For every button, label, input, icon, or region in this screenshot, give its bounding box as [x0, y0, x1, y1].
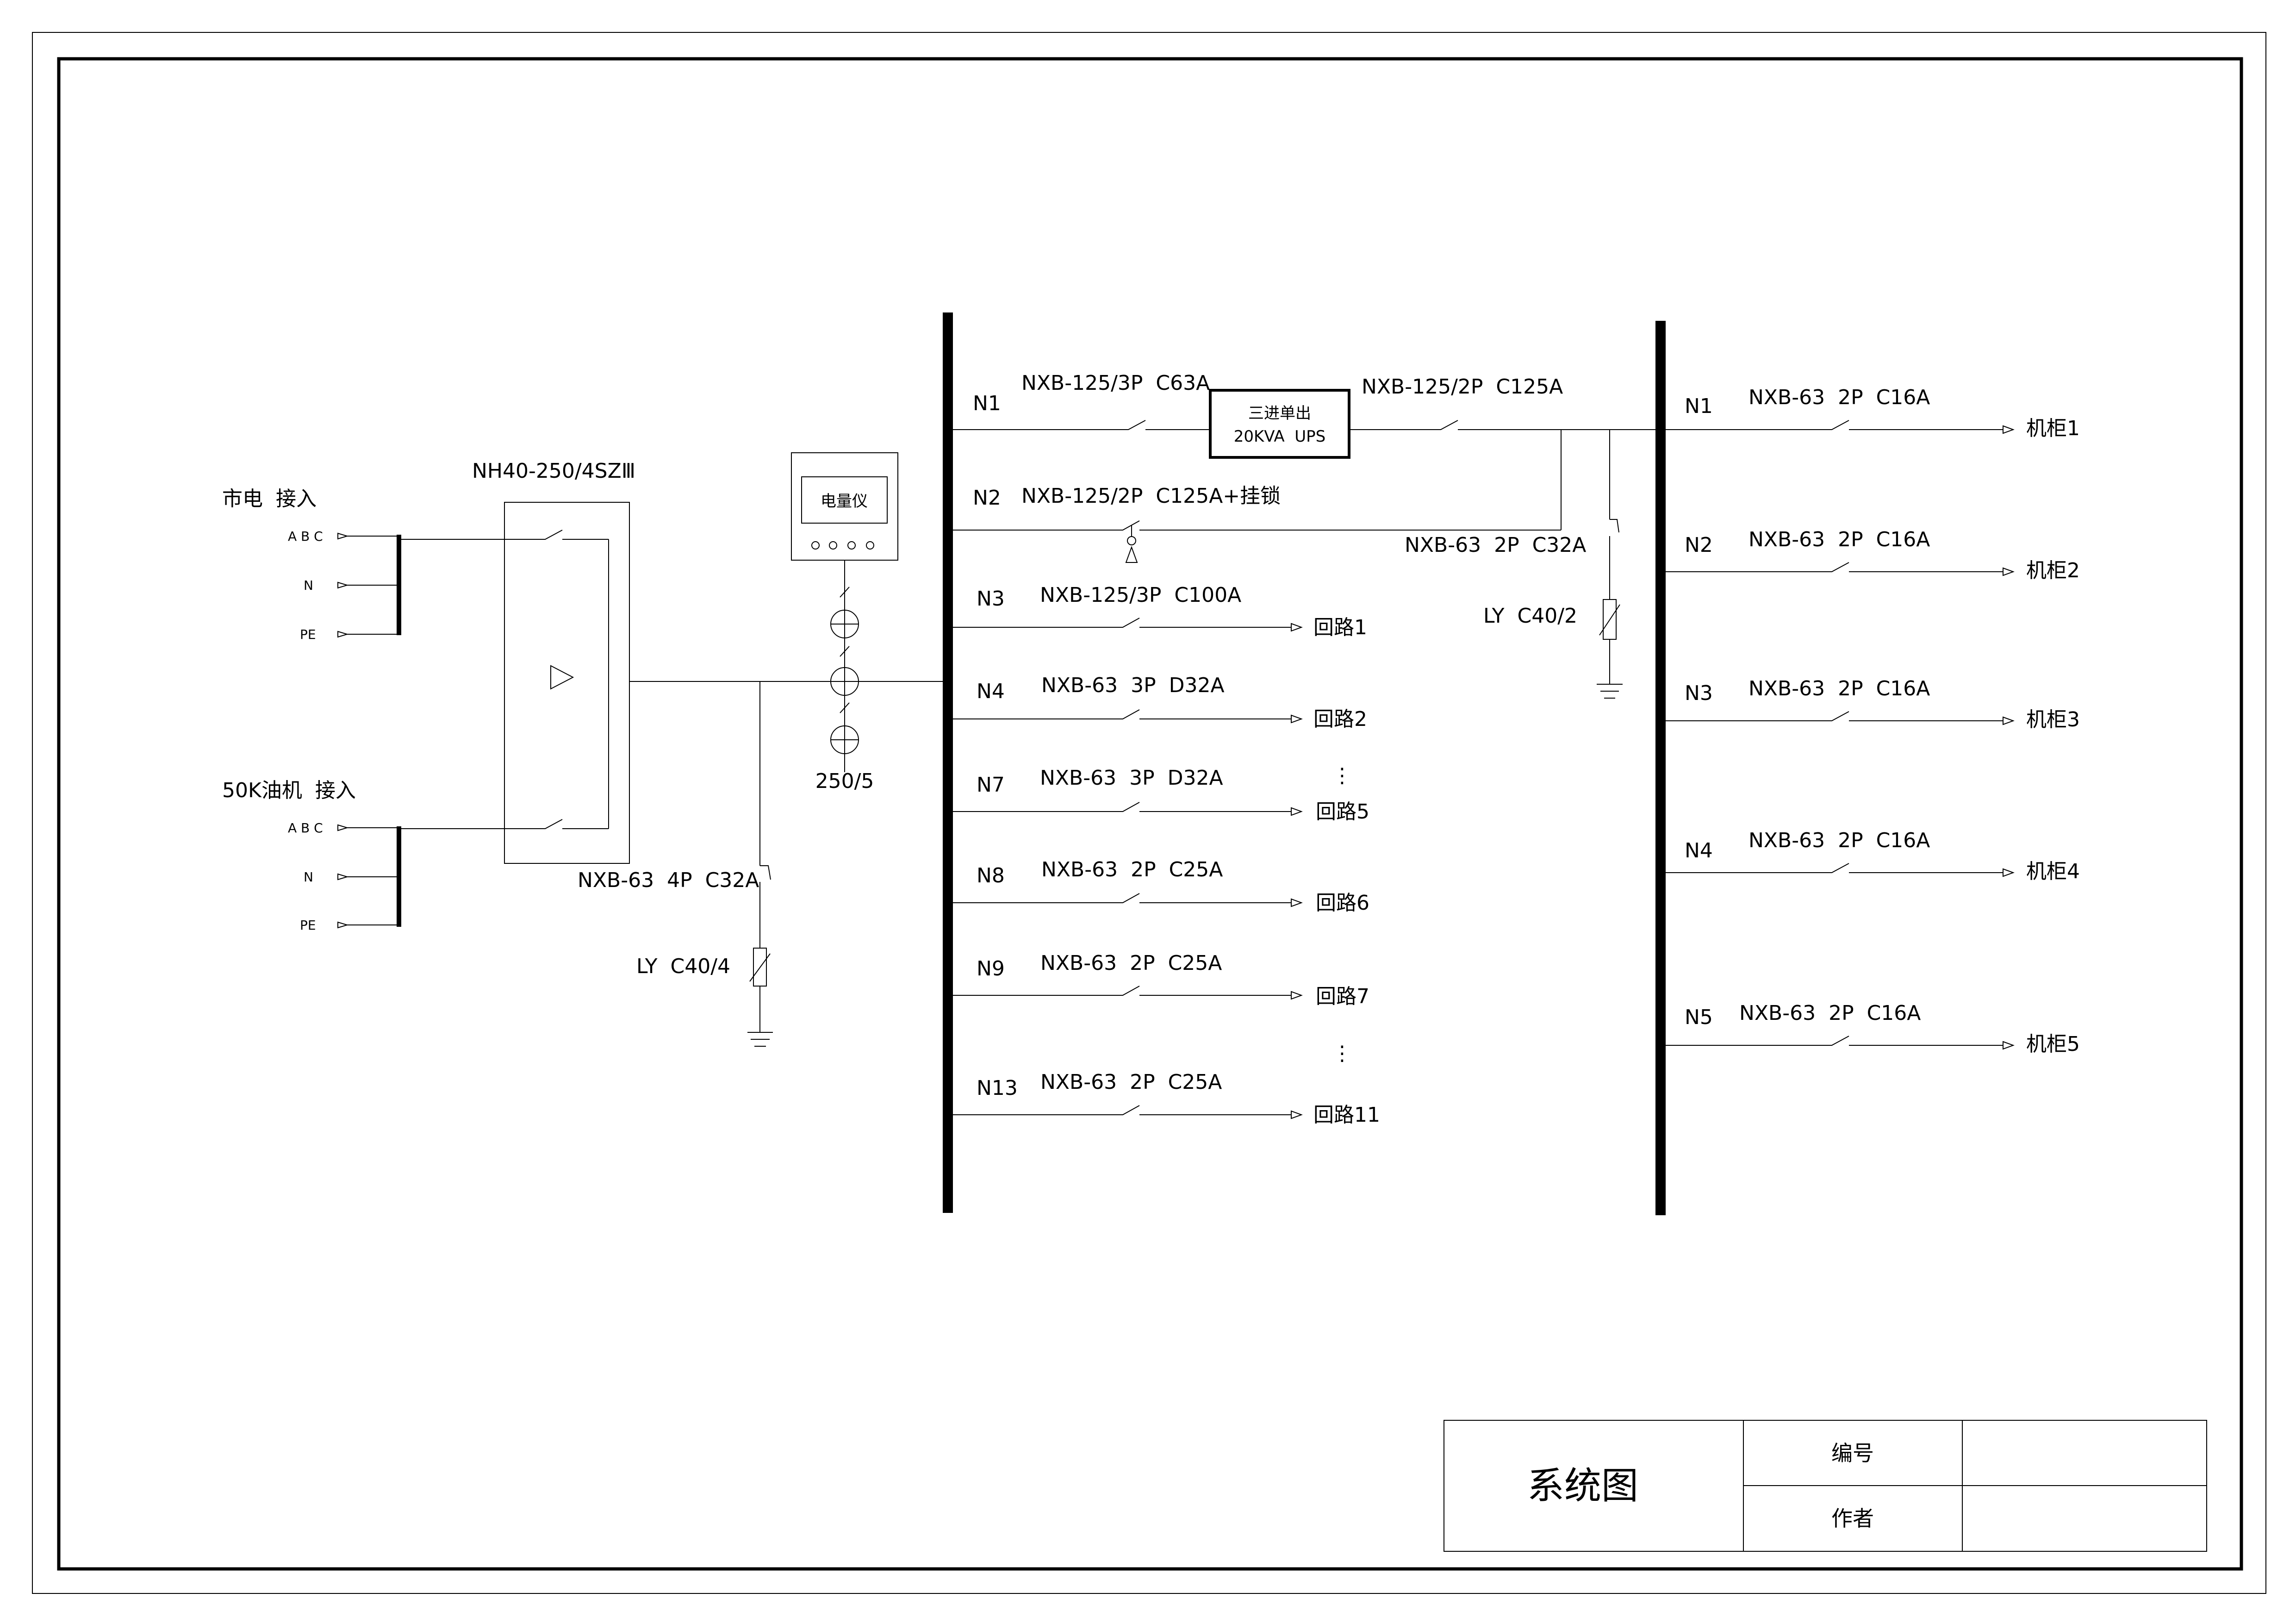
bus2-circuit-target: 机柜4: [2026, 860, 2080, 883]
bus2-circuit-breaker: NXB-63 2P C16A: [1748, 677, 1930, 700]
arrow-icon: [2003, 425, 2015, 434]
bus1-circuit-n4: N4 NXB-63 3P D32A 回路2: [953, 674, 1367, 731]
bus1-circuit-breaker: NXB-125/2P C125A+挂锁: [1021, 484, 1281, 508]
generator-terminal-n: N: [304, 869, 313, 885]
bus2-circuit-target: 机柜2: [2026, 559, 2080, 582]
main-spd: NXB-63 4P C32A LY C40/4: [578, 681, 773, 1047]
bus1-circuit-id: N7: [977, 773, 1005, 797]
arrow-icon: [1291, 807, 1303, 816]
bus1-circuit-breaker: NXB-125/3P C100A: [1040, 583, 1241, 607]
bus2-circuit-breaker: NXB-63 2P C16A: [1748, 528, 1930, 551]
ats-model: NH40-250/4SZⅢ: [472, 459, 635, 483]
bus1-circuit-breaker: NXB-63 2P C25A: [1040, 951, 1222, 975]
mains-terminal-n: N: [304, 578, 313, 593]
ct-ratio: 250/5: [815, 769, 874, 793]
bus1-circuit-target: 回路7: [1316, 985, 1369, 1008]
mains-source: 市电 接入 A B C N PE: [222, 487, 541, 642]
bus1-circuit-n7: N7 NXB-63 3P D32A 回路5: [953, 766, 1369, 824]
bus1-circuit-id: N13: [977, 1076, 1018, 1100]
ups-output-breaker: NXB-125/2P C125A: [1362, 375, 1563, 399]
mains-label: 市电 接入: [222, 487, 317, 511]
bus2-circuit-n4: N4 NXB-63 2P C16A 机柜4: [1666, 829, 2080, 883]
bus1-circuit-id: N9: [977, 957, 1005, 981]
number-label: 编号: [1831, 1441, 1874, 1466]
power-meter: 电量仪 250/5: [791, 452, 898, 793]
bus2-circuit-target: 机柜3: [2026, 708, 2080, 731]
ats-switch: NH40-250/4SZⅢ: [472, 459, 635, 864]
outer-border: [32, 32, 2266, 1594]
arrow-icon: [1291, 991, 1303, 1000]
bus2-circuit-breaker: NXB-63 2P C16A: [1739, 1001, 1921, 1025]
generator-terminal-pe: PE: [300, 918, 316, 933]
mains-terminal-pe: PE: [300, 627, 316, 642]
bus1-circuit-target: 回路2: [1313, 707, 1367, 731]
arrow-icon: [2003, 716, 2015, 725]
drawing-title: 系统图: [1527, 1464, 1638, 1507]
bus1-circuit-target: 回路5: [1316, 800, 1369, 824]
bus2-circuit-breaker: NXB-63 2P C16A: [1748, 829, 1930, 852]
bus2-circuit-n1: N1 NXB-63 2P C16A 机柜1: [1666, 386, 2080, 440]
bus1-circuit-breaker: NXB-63 2P C25A: [1041, 858, 1223, 881]
arrow-icon: [1291, 714, 1303, 724]
continuation-dots: ⋮: [1332, 1042, 1352, 1065]
main-spd-arrester: LY C40/4: [636, 955, 730, 978]
bus2-circuit-id: N3: [1685, 681, 1713, 705]
generator-terminal-abc: A B C: [288, 820, 323, 836]
arrow-icon: [2003, 868, 2015, 877]
continuation-dots: ⋮: [1332, 764, 1352, 787]
bus1-circuit-n13: N13 NXB-63 2P C25A 回路11: [953, 1070, 1380, 1127]
bus2-circuit-target: 机柜1: [2026, 417, 2080, 440]
ups-line2: 20KVA UPS: [1234, 427, 1326, 446]
bus1-circuit-id: N8: [977, 864, 1005, 887]
ats-arrow-icon: [550, 665, 574, 690]
bus2-circuit-n3: N3 NXB-63 2P C16A 机柜3: [1666, 677, 2080, 731]
bus2-circuit-id: N1: [1685, 394, 1713, 418]
meter-label: 电量仪: [821, 492, 868, 511]
ups-spd-arrester: LY C40/2: [1483, 604, 1577, 628]
arrow-icon: [2003, 1041, 2015, 1050]
bus1-circuit-n2: N2 NXB-125/2P C125A+挂锁: [953, 430, 1562, 563]
arrow-icon: [1291, 898, 1303, 907]
bus2-circuit-id: N4: [1685, 839, 1713, 862]
bus1-circuit-id: N1: [973, 392, 1001, 415]
bus1-circuit-n1: N1 NXB-125/3P C63A: [953, 371, 1210, 430]
arrow-icon: [2003, 567, 2015, 576]
ups-line1: 三进单出: [1248, 404, 1311, 423]
mains-terminal-abc: A B C: [288, 529, 323, 544]
bus2-circuit-breaker: NXB-63 2P C16A: [1748, 386, 1930, 409]
bus1-circuit-breaker: NXB-63 3P D32A: [1040, 766, 1223, 790]
bus1-circuit-n3: N3 NXB-125/3P C100A 回路1: [953, 583, 1367, 639]
bus1-circuit-id: N2: [973, 486, 1001, 510]
author-label: 作者: [1831, 1506, 1874, 1531]
bus1-circuit-breaker: NXB-63 3P D32A: [1041, 674, 1225, 697]
padlock-icon: [1125, 525, 1138, 563]
bus1-circuit-target: 回路1: [1313, 616, 1367, 639]
generator-label: 50K油机 接入: [222, 779, 356, 802]
bus1-circuit-breaker: NXB-63 2P C25A: [1040, 1070, 1222, 1094]
generator-source: 50K油机 接入 A B C N PE: [222, 779, 541, 933]
bus2-circuit-n2: N2 NXB-63 2P C16A 机柜2: [1666, 528, 2080, 582]
bus1-circuit-target: 回路11: [1313, 1103, 1380, 1127]
bus1-circuit-id: N4: [977, 680, 1005, 703]
main-spd-breaker: NXB-63 4P C32A: [578, 868, 759, 892]
title-block: 系统图 编号 作者: [1444, 1420, 2207, 1552]
ups-unit: 三进单出 20KVA UPS NXB-125/2P C125A: [1209, 375, 1657, 459]
arrow-icon: [1291, 1110, 1303, 1119]
bus1-circuit-target: 回路6: [1316, 891, 1369, 915]
bus2-circuit-id: N5: [1685, 1006, 1713, 1029]
bus1-circuit-breaker: NXB-125/3P C63A: [1021, 371, 1210, 395]
bus1-circuit-n9: N9 NXB-63 2P C25A 回路7: [953, 951, 1369, 1008]
bus2-circuit-n5: N5 NXB-63 2P C16A 机柜5: [1666, 1001, 2080, 1056]
bus2-circuit-id: N2: [1685, 533, 1713, 557]
bus1-circuit-n8: N8 NXB-63 2P C25A 回路6: [953, 858, 1369, 915]
ups-spd-breaker: NXB-63 2P C32A: [1405, 533, 1586, 557]
ups-spd: NXB-63 2P C32A LY C40/2: [1405, 430, 1623, 699]
bus1-circuit-id: N3: [977, 587, 1005, 611]
arrow-icon: [1291, 623, 1303, 632]
bus2-circuit-target: 机柜5: [2026, 1032, 2080, 1056]
inner-border: [57, 57, 2243, 1571]
